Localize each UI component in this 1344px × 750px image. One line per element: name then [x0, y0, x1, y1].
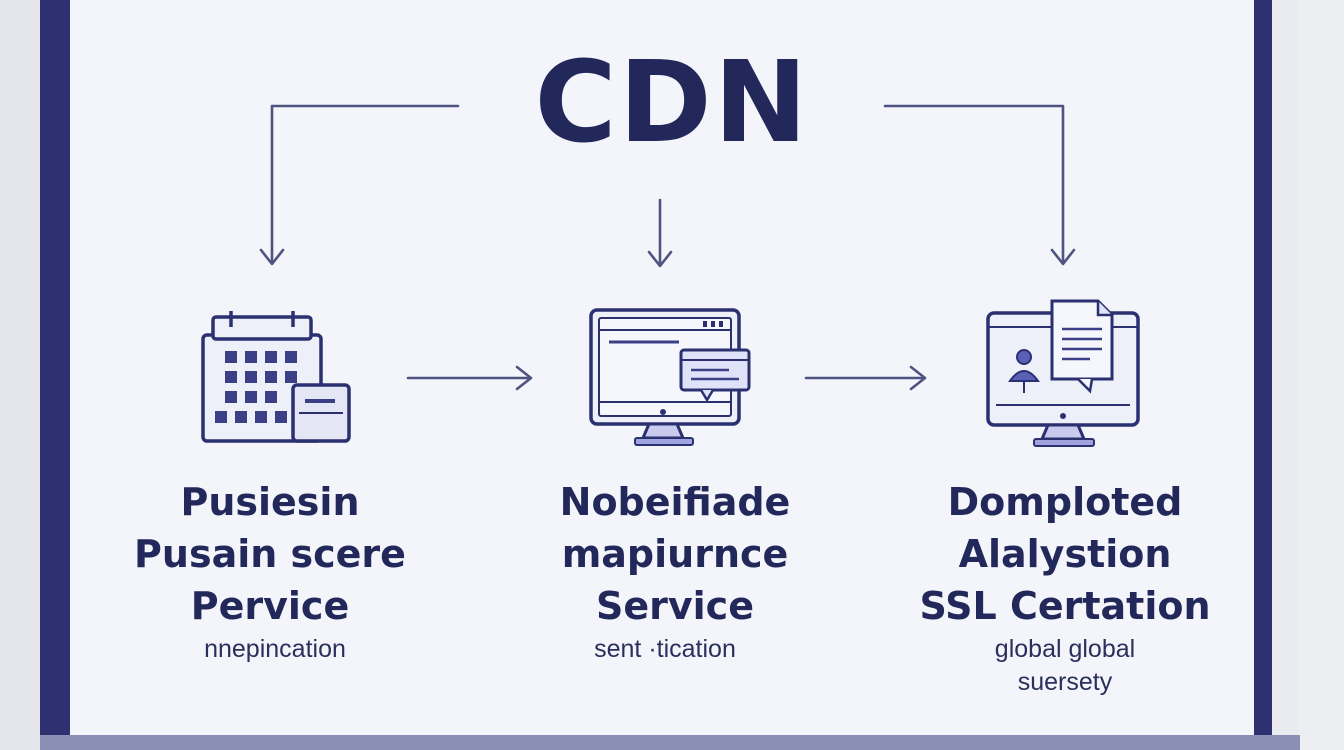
node-1-caption: nnepincation [90, 633, 460, 666]
node-2-heading: Nobeifiade mapiurnce Service [480, 476, 870, 632]
arrowhead-1-to-2 [515, 365, 533, 391]
arrowhead-left-down [259, 248, 285, 266]
node-2-caption: sent ·tication [490, 633, 840, 666]
background-left [0, 0, 40, 750]
node-3-heading-line-3: SSL Certation [919, 584, 1211, 628]
node-1-heading: Pusiesin Pusain scere Pervice [80, 476, 460, 632]
connector-left-down [270, 104, 460, 264]
node-1-heading-line-1: Pusiesin [180, 480, 360, 524]
diagram-title: CDN [534, 38, 810, 168]
connector-right-down [883, 104, 1065, 264]
node-3-caption-line-1: global global [994, 635, 1136, 663]
node-2-heading-line-3: Service [596, 584, 754, 628]
node-2-heading-line-1: Nobeifiade [559, 480, 791, 524]
node-2-heading-line-2: mapiurnce [561, 532, 789, 576]
node-3-caption-line-2: suersety [1017, 668, 1113, 696]
monitor-window-icon [589, 308, 751, 446]
monitor-user-document-icon [986, 299, 1140, 447]
node-3-heading: Domploted Alalystion SSL Certation [880, 476, 1250, 632]
background-right [1298, 0, 1344, 750]
node-1-caption-line-1: nnepincation [204, 635, 346, 663]
calendar-grid-icon [201, 311, 351, 443]
node-3-heading-line-1: Domploted [947, 480, 1183, 524]
node-3-caption: global global suersety [900, 633, 1230, 699]
node-2-caption-line-1: sent ·tication [594, 635, 736, 663]
node-1-heading-line-3: Pervice [190, 584, 350, 628]
node-1-heading-line-2: Pusain scere [134, 532, 406, 576]
bottom-strip [40, 735, 1300, 750]
node-3-heading-line-2: Alalystion [958, 532, 1172, 576]
arrowhead-right-down [1050, 248, 1076, 266]
arrowhead-2-to-3 [909, 365, 927, 391]
arrowhead-middle-down [647, 250, 673, 268]
